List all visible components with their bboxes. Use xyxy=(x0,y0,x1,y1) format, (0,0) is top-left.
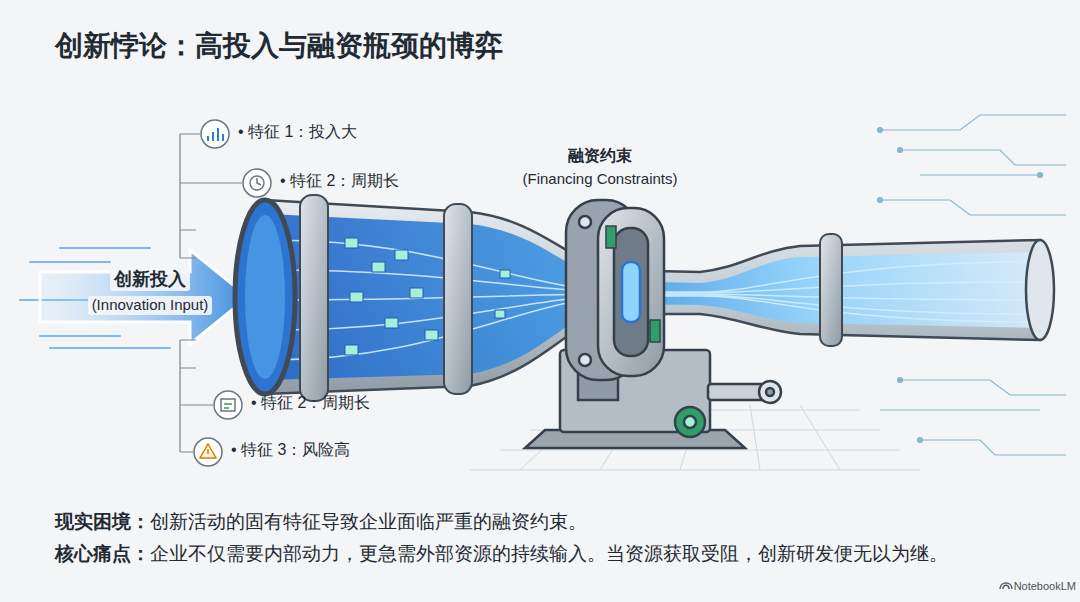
pipe-opening xyxy=(235,200,295,394)
feature-icons xyxy=(221,399,235,411)
feature-icons xyxy=(208,128,223,141)
input-streaks xyxy=(50,347,170,349)
note-heading: 现实困境： xyxy=(55,510,150,534)
input-label: (Innovation Input) xyxy=(88,296,213,315)
feature-label: • 特征 2：周期长 xyxy=(280,171,399,191)
clamp-device xyxy=(650,320,660,342)
data-blocks xyxy=(372,262,385,272)
clamp-device xyxy=(622,262,640,322)
bracket-lines xyxy=(180,340,213,452)
bracket-lines xyxy=(180,134,242,258)
pipe-rings xyxy=(300,195,328,401)
component-label: 融资约束 xyxy=(568,146,632,166)
circuit-lines xyxy=(920,440,1066,455)
feature-icons xyxy=(243,169,271,197)
feature-icons xyxy=(201,120,229,148)
floor-grid xyxy=(470,410,920,470)
pipe-rings xyxy=(820,234,842,346)
feature-label: • 特征 1：投入大 xyxy=(238,122,357,142)
data-blocks xyxy=(345,345,358,355)
feature-icons xyxy=(200,444,216,458)
pipe-opening-glow xyxy=(245,215,285,379)
feature-icons xyxy=(250,176,264,190)
clamp-device xyxy=(598,208,664,376)
feature-icons xyxy=(207,449,209,454)
note-text: 创新活动的固有特征导致企业面临严重的融资约束。 xyxy=(150,510,587,534)
clamp-device xyxy=(708,384,764,400)
circuit-lines xyxy=(918,438,923,443)
circuit-lines xyxy=(1038,173,1043,178)
input-streaks xyxy=(40,335,120,337)
data-blocks xyxy=(345,238,510,355)
pipe-rings xyxy=(444,204,472,394)
notebooklm-logo xyxy=(1000,583,1012,589)
clamp-device xyxy=(579,216,591,228)
circuit-lines xyxy=(900,150,1066,165)
data-blocks xyxy=(350,292,363,302)
circuit-lines xyxy=(878,198,883,203)
note-heading: 核心痛点： xyxy=(55,542,150,566)
circuit-lines xyxy=(878,128,883,133)
feature-icons xyxy=(214,391,242,419)
input-streaks xyxy=(60,247,150,249)
clamp-device xyxy=(759,381,781,403)
clamp-device xyxy=(525,200,781,448)
feature-icons xyxy=(194,438,222,466)
slide-title: 创新悖论：高投入与融资瓶颈的博弈 xyxy=(55,28,503,63)
floor-grid xyxy=(470,405,920,470)
clamp-device xyxy=(675,407,705,437)
circuit-lines xyxy=(880,200,1066,215)
feature-label: • 特征 2：周期长 xyxy=(251,393,370,413)
notebooklm-logo xyxy=(1000,583,1012,589)
circuit-lines xyxy=(898,378,903,383)
circuit-lines xyxy=(880,409,1040,410)
feature-label: • 特征 3：风险高 xyxy=(231,440,350,460)
data-blocks xyxy=(500,270,510,278)
circuit-lines xyxy=(900,380,1066,395)
circuit-lines xyxy=(880,115,1066,130)
data-blocks xyxy=(425,330,438,340)
data-blocks xyxy=(395,250,408,260)
clamp-device xyxy=(579,354,591,366)
circuit-lines xyxy=(898,148,903,153)
data-blocks xyxy=(495,310,505,318)
pipe-end xyxy=(1026,240,1054,340)
data-blocks xyxy=(345,238,358,248)
circuit-lines xyxy=(920,174,1040,175)
pipe-shell xyxy=(265,200,1040,394)
clamp-device xyxy=(614,228,648,356)
data-blocks xyxy=(410,288,423,298)
clamp-device xyxy=(766,388,774,396)
input-label: 创新投入 xyxy=(110,268,190,291)
component-label: (Financing Constraints) xyxy=(522,170,677,189)
clamp-device xyxy=(606,226,616,248)
feature-icons xyxy=(257,178,261,185)
feature-icons xyxy=(224,404,232,408)
data-blocks xyxy=(385,318,398,328)
watermark: NotebookLM xyxy=(1014,580,1076,594)
clamp-device xyxy=(684,416,696,428)
note-text: 企业不仅需要内部动力，更急需外部资源的持续输入。当资源获取受阻，创新研发便无以为… xyxy=(150,542,948,566)
input-streaks xyxy=(30,261,110,263)
input-arrow xyxy=(40,250,248,344)
